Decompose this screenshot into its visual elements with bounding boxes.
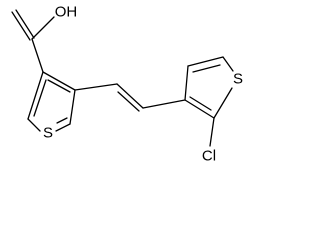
atom-label-oh: OH <box>55 4 78 21</box>
chemical-structure: OH S S Cl <box>11 4 243 165</box>
bond-c2-cl <box>209 117 215 147</box>
atom-label-s-ring-b: S <box>233 71 243 88</box>
ring-a-c3-c4-inner <box>47 79 71 93</box>
ring-a-c3-c4 <box>42 71 76 91</box>
bond-c-carboxyl-double-2 <box>15 9 35 39</box>
bond-ring-a-vinyl <box>74 83 118 91</box>
ring-a-c5-s <box>55 123 71 132</box>
ring-b-c2-c3-inner <box>189 96 212 111</box>
ring-b-c4-c5 <box>187 56 224 67</box>
ring-b-c4-c5-inner <box>192 64 221 73</box>
thiophene-ring-a <box>27 71 76 132</box>
ring-a-c2-c3-inner <box>33 79 47 117</box>
ring-b-c3-c4 <box>184 65 189 101</box>
bond-vinyl-double-1 <box>116 83 144 109</box>
ring-a-c5-s-inner <box>56 117 68 124</box>
atom-label-s-ring-a: S <box>43 125 53 142</box>
ring-a-c4-c5 <box>69 89 76 125</box>
bond-c-oh <box>31 16 55 40</box>
bond-c-ring-a <box>31 38 44 73</box>
vinyl-linker <box>74 83 186 112</box>
bond-vinyl-ring-b <box>142 99 186 109</box>
thiophene-ring-b <box>184 56 234 147</box>
ring-a-c2-c3 <box>27 71 44 120</box>
ring-b-c2-c3 <box>184 99 215 119</box>
ring-b-s-c2 <box>213 87 233 119</box>
ring-a-s-c2 <box>27 118 41 132</box>
bond-vinyl-double-2 <box>117 91 140 112</box>
atom-label-cl: Cl <box>202 148 216 165</box>
carboxyl-group <box>11 9 55 73</box>
ring-b-c5-s <box>222 56 234 72</box>
bond-c-carboxyl-double-1 <box>11 11 31 41</box>
